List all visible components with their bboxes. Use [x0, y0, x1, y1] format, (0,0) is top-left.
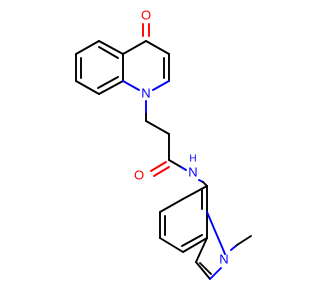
indole-pyrrole-ring	[195, 211, 252, 280]
molecule-structure: O N O N H N	[75, 7, 252, 280]
indole-nitrogen-label: N	[219, 251, 228, 266]
propanamide-chain	[145, 100, 208, 187]
ketone-double-bond	[142, 23, 150, 37]
amide-hydrogen-label: H	[189, 154, 196, 165]
amide-oxygen-label: O	[134, 167, 144, 182]
ketone-oxygen-label: O	[141, 7, 151, 22]
quinolone-benzo-ring	[75, 40, 124, 95]
amide-nitrogen-label: N	[188, 164, 197, 179]
quinolone-nitrogen-label: N	[141, 85, 150, 100]
indole-benzene-ring	[159, 185, 208, 253]
quinolone-pyridone-ring	[122, 40, 170, 91]
